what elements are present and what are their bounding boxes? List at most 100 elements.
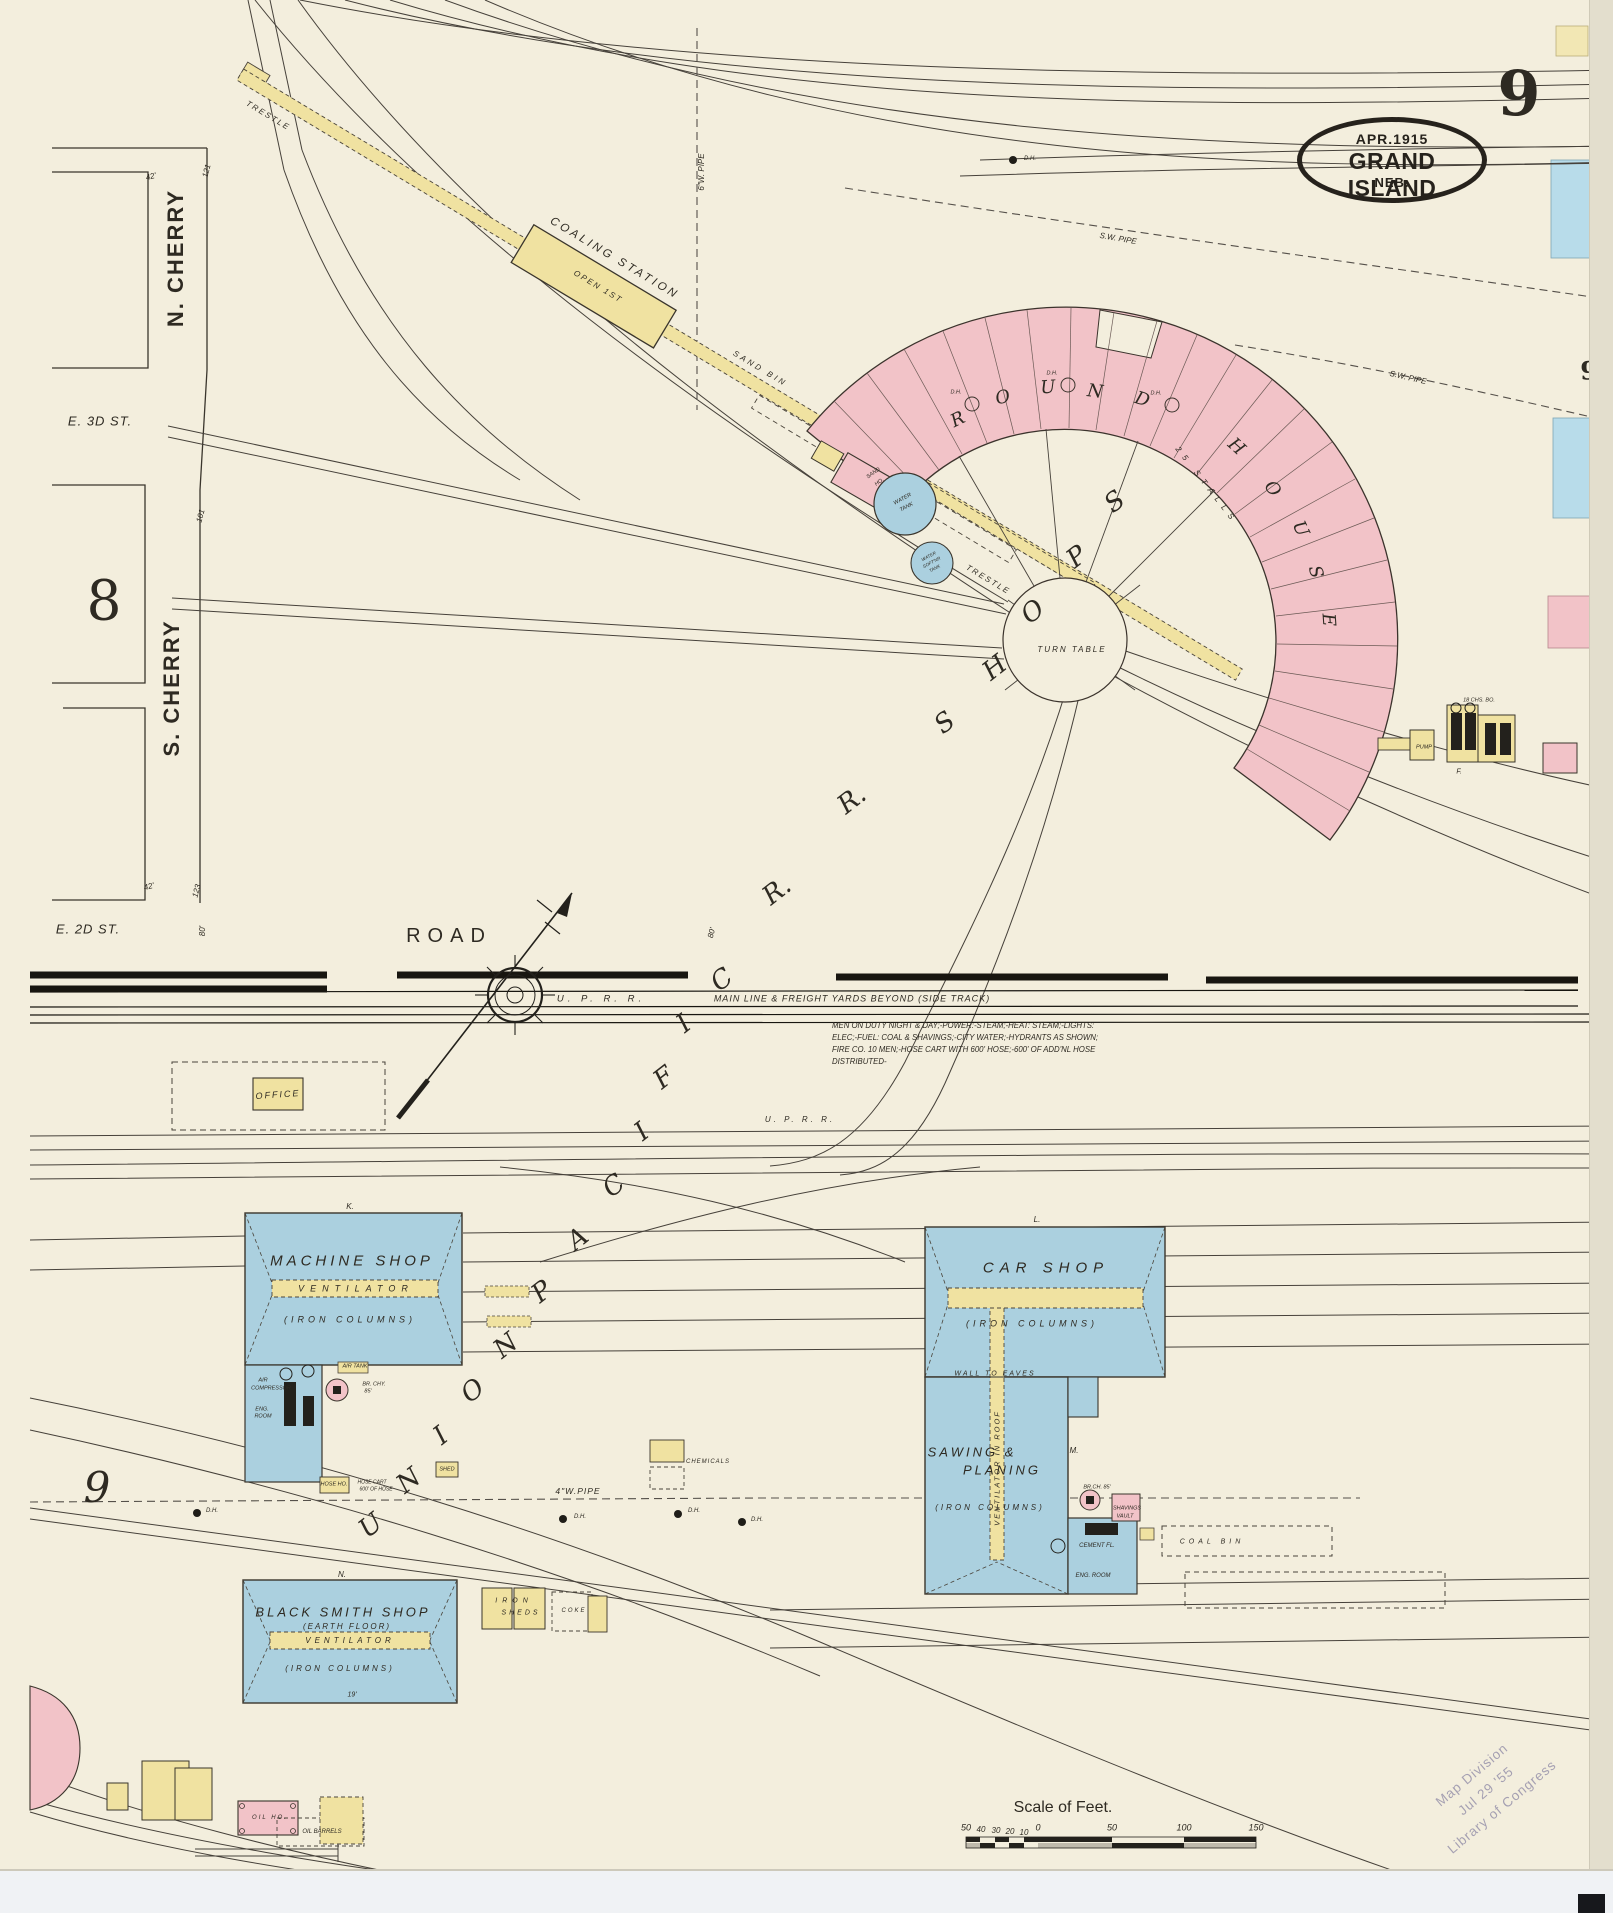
car-shop-group xyxy=(924,1226,1446,1609)
shops-letter: R. xyxy=(756,870,798,912)
uprr-small: U. P. R. R. xyxy=(764,1115,836,1124)
pump-boiler-group xyxy=(1377,702,1578,774)
coal-trestle-group xyxy=(236,61,1243,681)
boiler xyxy=(1465,713,1476,750)
coaling-open: OPEN 1ST xyxy=(572,268,625,305)
roundhouse-letter: E xyxy=(1317,612,1340,628)
turntable-label: TURN TABLE xyxy=(1037,645,1107,654)
hose-cart-label: 600' OF HOSE xyxy=(359,1486,393,1493)
hydrant-dots xyxy=(193,156,1017,1526)
roof-ventilator-stem xyxy=(989,1307,1005,1561)
iron-sheds-label: IRON xyxy=(495,1597,533,1605)
roundhouse-letter: R xyxy=(947,407,969,432)
shops-letter: R. xyxy=(831,779,873,821)
four-inch-water-pipe xyxy=(29,1497,1360,1503)
roundhouse-letter: U xyxy=(1287,517,1314,541)
pipe-label: S.W. PIPE xyxy=(1388,368,1428,387)
fuel-bin xyxy=(1085,1523,1118,1535)
water-softener-tank xyxy=(910,541,954,585)
blacksmith-label: BLACK SMITH SHOP xyxy=(255,1604,431,1620)
pump-house xyxy=(1409,729,1435,761)
blacksmith-ventilator xyxy=(269,1631,431,1650)
platform-shed xyxy=(484,1285,530,1298)
pink-curved-building xyxy=(29,1685,81,1811)
page-bottom-edge xyxy=(0,1869,1613,1913)
small-pink-building xyxy=(1542,742,1578,774)
hose-house-label: HOSE HO. xyxy=(320,1481,348,1488)
shavings-vault-label: SHAVINGS xyxy=(1112,1505,1142,1512)
chemicals-house xyxy=(649,1439,685,1463)
sand-bin-outline xyxy=(750,394,1018,564)
scale-bar xyxy=(965,1836,1257,1849)
pipe-label: 6"W. PIPE xyxy=(697,153,706,191)
oil-barrels-label: OIL BARRELS xyxy=(302,1829,342,1835)
hydrant-label: D.H. xyxy=(1046,370,1058,377)
dim: 121 xyxy=(200,163,213,179)
roundhouse-letter: N xyxy=(1085,380,1105,403)
shops-letter: I xyxy=(427,1421,455,1451)
fire-note-1: MEN ON DUTY NIGHT & DAY;-POWER:-STEAM;-H… xyxy=(832,1021,1095,1031)
shops-letter: C xyxy=(596,1168,632,1204)
platform-shed xyxy=(486,1315,532,1328)
small-yellow-building xyxy=(106,1782,129,1811)
boiler-dome xyxy=(1450,702,1462,714)
map-state: NEB. xyxy=(1374,175,1410,190)
small-shed xyxy=(1139,1527,1155,1541)
hydrant-label: D.H. xyxy=(950,389,962,396)
scale-tick: 0 xyxy=(1035,1822,1041,1833)
oil-house-label: OIL HO. xyxy=(252,1815,288,1821)
road-label: ROAD xyxy=(406,925,492,947)
chimney-label: BR.CH. 85' xyxy=(1083,1484,1111,1491)
shops-letter: F xyxy=(647,1060,681,1096)
coke-shed xyxy=(587,1595,608,1633)
shops-letter: N xyxy=(390,1462,428,1500)
edge-swatch-yellow xyxy=(1555,25,1589,57)
sheet-number: 9 xyxy=(1497,57,1541,130)
coal-bin xyxy=(1161,1525,1333,1557)
pipe-label: 4"W.PIPE xyxy=(555,1485,601,1496)
roundhouse-letter: O xyxy=(1259,476,1286,501)
scale-title: Scale of Feet. xyxy=(1013,1799,1113,1816)
ventilator-label: VENTILATOR xyxy=(298,1283,414,1294)
shops-letter: I xyxy=(628,1117,656,1147)
shed xyxy=(435,1461,459,1478)
car-shop-ventilator xyxy=(947,1287,1144,1309)
chimney-flue xyxy=(1086,1496,1094,1504)
coke-label: COKE xyxy=(561,1608,587,1614)
shops-letter: P xyxy=(1060,539,1094,575)
hydrant-label: D.H. xyxy=(206,1508,218,1514)
shops-letter: H xyxy=(976,649,1014,687)
office-group xyxy=(171,1061,386,1131)
air-tank xyxy=(337,1361,369,1374)
chemicals-label: CHEMICALS xyxy=(685,1459,731,1465)
fire-note-3: FIRE CO. 10 MEN;-HOSE CART WITH 600' HOS… xyxy=(832,1045,1096,1055)
air-compressor-label: AIR xyxy=(258,1377,268,1384)
boiler-dome xyxy=(1050,1538,1066,1554)
street-e-2d: E. 2D ST. xyxy=(55,921,121,937)
roundhouse-letter: H xyxy=(1223,433,1250,460)
shops-letter: N xyxy=(487,1327,525,1365)
hydrant-circle xyxy=(964,396,980,412)
shed-label: SHED xyxy=(439,1466,455,1473)
chimney-label: BR. CHY. xyxy=(362,1381,386,1388)
turntable xyxy=(1002,577,1128,703)
air-tank-label: AIR TANK xyxy=(342,1363,368,1370)
water-tank xyxy=(873,472,937,536)
fire-note-2: ELEC;-FUEL: COAL & SHAVINGS;-CITY WATER;… xyxy=(832,1033,1099,1043)
compass-needle-head xyxy=(557,893,572,917)
scale-tick: 20 xyxy=(1005,1827,1015,1836)
hose-cart-label: HOSE CART xyxy=(357,1479,387,1486)
pump-label: PUMP xyxy=(1416,744,1432,751)
roundhouse-stall-lines xyxy=(833,307,1398,812)
hose-house xyxy=(319,1476,350,1494)
car-shop-step xyxy=(1067,1376,1099,1418)
ventilator-label: VENTILATOR xyxy=(305,1636,395,1645)
dim: 19' xyxy=(347,1691,357,1699)
yellow-building xyxy=(174,1767,213,1821)
boiler-label: 18 CHS. BO. xyxy=(1463,697,1495,704)
trestle-label: TRESTLE xyxy=(244,98,293,133)
adjacent-block-8: 8 xyxy=(86,568,122,633)
roundhouse-letter: S xyxy=(1303,563,1328,581)
page-right-edge xyxy=(1589,0,1613,1869)
wall-to-eaves-label: WALL TO EAVES xyxy=(954,1370,1036,1378)
